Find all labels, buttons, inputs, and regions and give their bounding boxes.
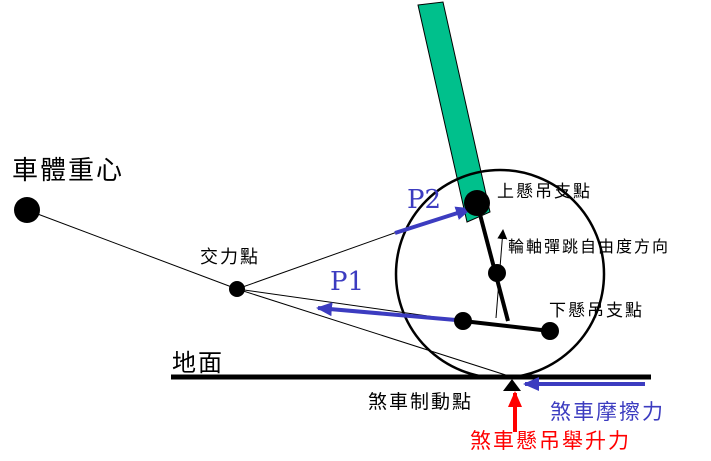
p1-arrow: [316, 302, 457, 322]
cg-dot: [14, 197, 40, 223]
label-wheel-travel: 輪軸彈跳自由度方向: [508, 237, 671, 256]
label-lower-mount: 下懸吊支點: [549, 301, 644, 321]
label-p2: P2: [407, 185, 442, 215]
label-anti-lift: 煞車懸吊舉升力: [470, 429, 631, 453]
middle-joint-dot: [488, 264, 506, 282]
upper-link: [475, 202, 510, 322]
label-instant-center: 交力點: [200, 247, 260, 268]
center-to-upper-line: [236, 230, 401, 290]
lower-arm: [462, 319, 551, 333]
lower-mount-dot: [541, 322, 559, 340]
label-p1: P1: [330, 267, 365, 297]
instant-center-dot: [229, 281, 245, 297]
inner-lower-dot: [454, 312, 472, 330]
label-brake-friction: 煞車摩擦力: [550, 400, 665, 424]
label-brake-point: 煞車制動點: [368, 391, 474, 413]
contact-triangle: [503, 379, 521, 391]
p2-arrow: [394, 206, 472, 235]
label-upper-mount: 上懸吊支點: [497, 182, 592, 202]
label-ground: 地面: [172, 349, 224, 377]
cg-to-center-line: [26, 209, 238, 290]
center-to-contact-line: [236, 288, 513, 378]
strut-bar: [417, 1, 491, 223]
label-body-cg: 車體重心: [12, 156, 125, 186]
upper-mount-dot: [464, 190, 490, 216]
